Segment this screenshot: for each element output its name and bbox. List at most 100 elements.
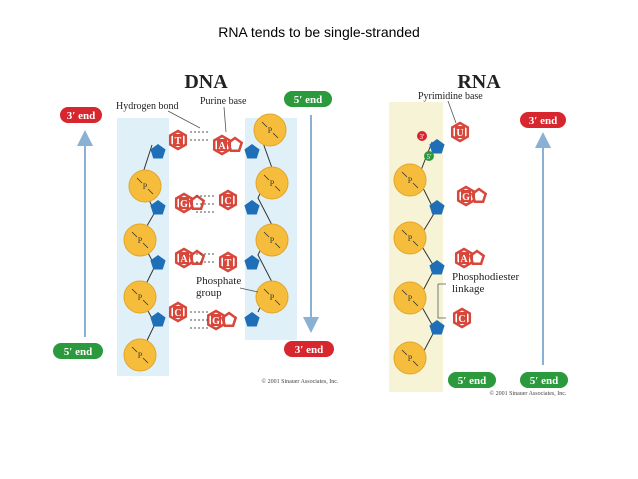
dna-left-sugar-3 bbox=[150, 255, 166, 270]
dna-left-base-1: T bbox=[168, 129, 188, 151]
svg-text:P: P bbox=[143, 182, 148, 191]
dna-left-top-end-badge: 3′ end bbox=[60, 107, 102, 123]
rna-base-3-letter: A bbox=[460, 254, 468, 265]
dna-right-sugar-3 bbox=[244, 255, 260, 270]
dna-left-phosphate-3: P bbox=[123, 280, 157, 314]
rna-bases: U G A C bbox=[450, 121, 488, 329]
svg-text:P: P bbox=[408, 234, 413, 243]
dna-left-phosphate-2: P bbox=[123, 223, 157, 257]
rna-phosphodiester-label: Phosphodiester bbox=[452, 271, 520, 283]
rna-phosphate-2: P bbox=[393, 221, 427, 255]
slide-title: RNA tends to be single-stranded bbox=[218, 24, 420, 40]
dna-right-base-3: T bbox=[218, 251, 238, 273]
dna-hbond-leader-line bbox=[167, 110, 201, 129]
dna-right-base-2: C bbox=[218, 189, 238, 211]
dna-title: DNA bbox=[184, 71, 228, 93]
svg-text:P: P bbox=[408, 354, 413, 363]
rna-pyrimidine-leader-line bbox=[447, 100, 457, 124]
dna-left-bottom-end-badge: 5′ end bbox=[53, 343, 103, 359]
dna-right-base-2-letter: C bbox=[224, 196, 231, 207]
dna-right-top-end-badge: 5′ end bbox=[284, 91, 332, 107]
dna-left-phosphate-1: P bbox=[128, 169, 162, 203]
svg-text:P: P bbox=[138, 351, 143, 360]
dna-right-bases: A C T G bbox=[206, 134, 244, 331]
svg-text:3′ end: 3′ end bbox=[295, 344, 323, 356]
dna-right-base-4: G bbox=[206, 309, 238, 331]
dna-purine-leader-line bbox=[223, 106, 227, 133]
dna-right-base-1-letter: A bbox=[218, 141, 226, 152]
rna-sugar-2 bbox=[429, 200, 445, 215]
rna-sugars bbox=[429, 139, 445, 335]
svg-text:5′ end: 5′ end bbox=[530, 375, 558, 387]
dna-right-phosphate-3: P bbox=[255, 223, 289, 257]
dna-left-phosphate-4: P bbox=[123, 338, 157, 372]
dna-right-phosphate-groups: P P P P bbox=[253, 113, 289, 314]
svg-text:P: P bbox=[270, 236, 275, 245]
rna-sugar-3 bbox=[429, 260, 445, 275]
rna-base-1: U bbox=[450, 121, 470, 143]
rna-top-end-badge: 3′ end bbox=[520, 112, 566, 128]
svg-text:5′ end: 5′ end bbox=[64, 346, 92, 358]
svg-text:P: P bbox=[270, 179, 275, 188]
dna-left-sugar-4 bbox=[150, 312, 166, 327]
dna-right-base-1: A bbox=[212, 134, 244, 156]
rna-phosphate-3: P bbox=[393, 281, 427, 315]
dna-left-sugar-2 bbox=[150, 200, 166, 215]
svg-text:5′: 5′ bbox=[426, 153, 432, 161]
rna-base-4-letter: C bbox=[458, 314, 465, 325]
rna-bottom-left-end-badge: 5′ end bbox=[448, 372, 496, 388]
rna-linkage-label: linkage bbox=[452, 283, 484, 295]
dna-right-sugar-4 bbox=[244, 312, 260, 327]
dna-left-bases: T G A C bbox=[168, 129, 206, 323]
dna-right-base-3-letter: T bbox=[225, 258, 232, 269]
dna-left-base-1-letter: T bbox=[175, 136, 182, 147]
rna-base-2: G bbox=[456, 185, 488, 207]
rna-linkage-bracket bbox=[437, 283, 446, 319]
dna-purine-base-label: Purine base bbox=[200, 96, 247, 107]
svg-text:P: P bbox=[268, 126, 273, 135]
rna-phosphate-groups: P P P P bbox=[393, 163, 427, 375]
dna-hydrogen-bond-label: Hydrogen bond bbox=[116, 101, 179, 112]
svg-text:3′ end: 3′ end bbox=[67, 110, 95, 122]
dna-left-base-4: C bbox=[168, 301, 188, 323]
dna-group-label: group bbox=[196, 287, 222, 299]
rna-pyrimidine-label: Pyrimidine base bbox=[418, 91, 483, 102]
dna-left-phosphate-groups: P P P P bbox=[123, 169, 162, 372]
rna-5-prime-marker: 5′ bbox=[424, 151, 434, 161]
dna-left-base-4-letter: C bbox=[174, 308, 181, 319]
svg-text:3′ end: 3′ end bbox=[529, 115, 557, 127]
dna-right-phosphate-4: P bbox=[255, 280, 289, 314]
rna-base-1-letter: U bbox=[456, 128, 463, 139]
dna-left-base-3-letter: A bbox=[180, 254, 188, 265]
dna-right-base-4-letter: G bbox=[212, 316, 220, 327]
dna-phosphate-label: Phosphate bbox=[196, 275, 241, 287]
dna-right-sugar-1 bbox=[244, 144, 260, 159]
rna-base-3: A bbox=[454, 247, 486, 269]
dna-left-sugar-1 bbox=[150, 144, 166, 159]
rna-sugar-4 bbox=[429, 320, 445, 335]
dna-left-sugars bbox=[150, 144, 166, 327]
dna-left-base-2: G bbox=[174, 192, 206, 214]
svg-text:P: P bbox=[138, 236, 143, 245]
rna-bottom-right-end-badge: 5′ end bbox=[520, 372, 568, 388]
dna-right-phosphate-1: P bbox=[253, 113, 287, 147]
rna-3-prime-marker: 3′ bbox=[417, 131, 427, 141]
rna-base-4: C bbox=[452, 307, 472, 329]
rna-phosphate-4: P bbox=[393, 341, 427, 375]
dna-panel: DNA Hydrogen bond Purine base 3′ end 5′ … bbox=[53, 71, 339, 385]
dna-left-base-3: A bbox=[174, 247, 206, 269]
rna-phosphate-1: P bbox=[393, 163, 427, 197]
dna-right-phosphate-2: P bbox=[255, 166, 289, 200]
svg-text:P: P bbox=[138, 293, 143, 302]
svg-text:P: P bbox=[408, 294, 413, 303]
dna-right-bottom-end-badge: 3′ end bbox=[284, 341, 334, 357]
svg-text:3′: 3′ bbox=[419, 133, 425, 141]
dna-hydrogen-bonds bbox=[190, 131, 216, 329]
dna-left-base-2-letter: G bbox=[180, 199, 188, 210]
dna-phosphate-leader-line bbox=[239, 287, 259, 293]
dna-copyright: © 2001 Sinauer Associates, Inc. bbox=[262, 378, 339, 385]
svg-text:5′ end: 5′ end bbox=[458, 375, 486, 387]
rna-sugar-1 bbox=[429, 139, 445, 154]
dna-right-sugar-2 bbox=[244, 200, 260, 215]
